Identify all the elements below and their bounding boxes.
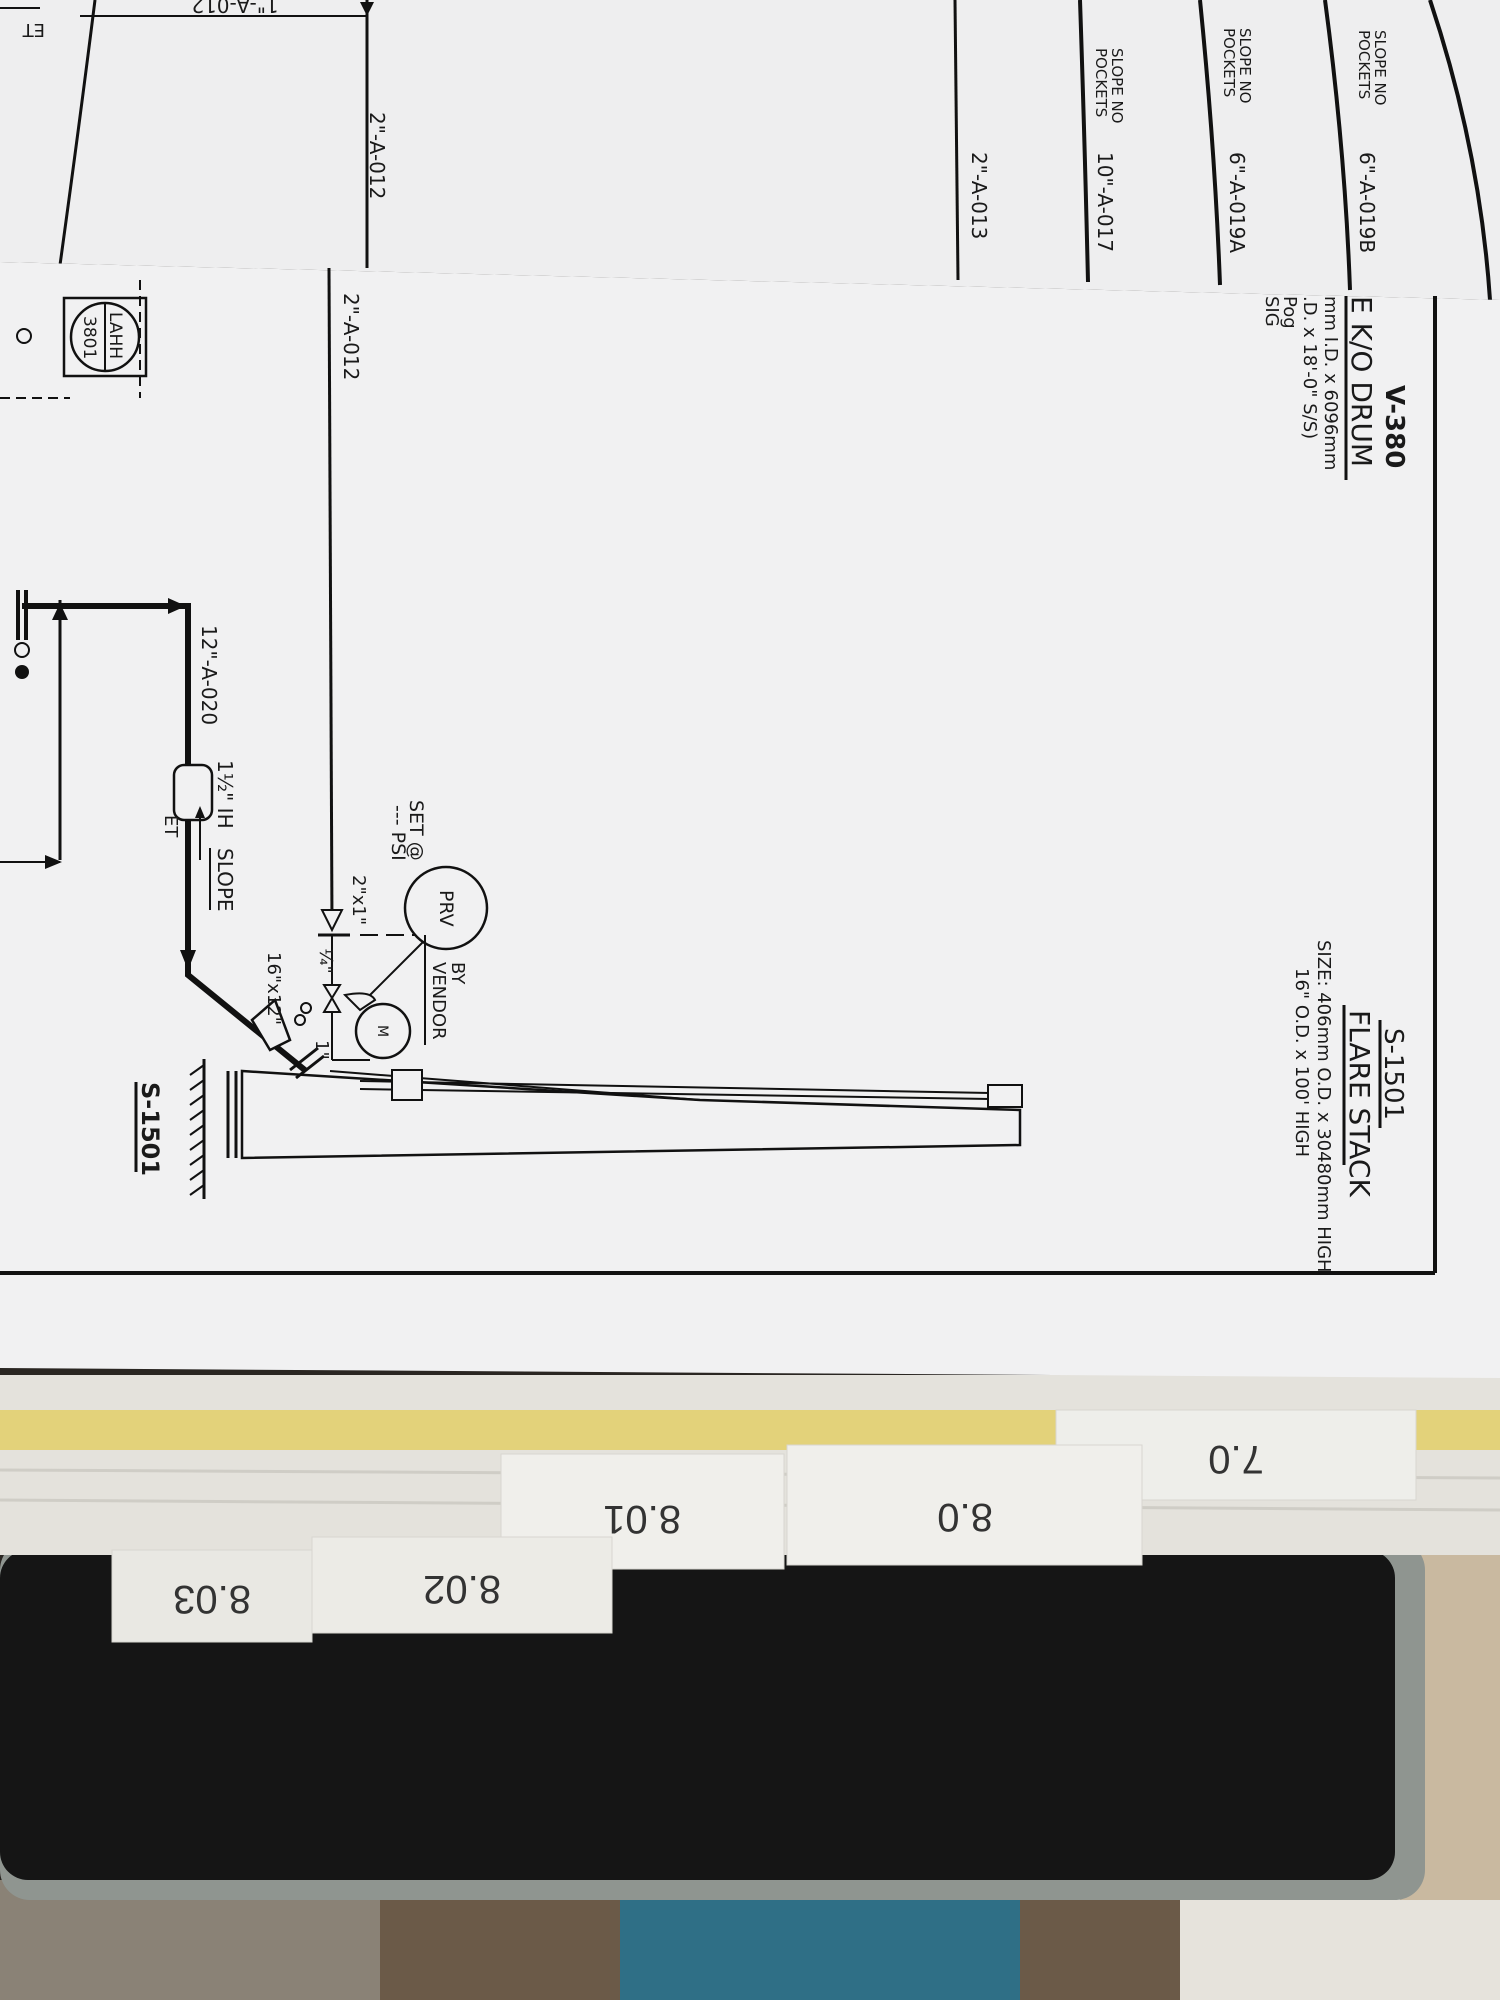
drum-size-2: .D. x 18'-0" S/S) [1299,296,1320,439]
tab-label: 8.0 [937,1495,993,1539]
reducer-2x1-label: 2"x1" [348,875,369,925]
set-at-label: SET @ [405,800,427,861]
one-inch-label: 1" [311,1040,332,1060]
svg-text:POCKETS: POCKETS [1092,48,1110,117]
drum-size-3: Pog [1279,296,1300,329]
tab-label: 8.02 [423,1567,501,1611]
line-label-12a020: 12"-A-020 [197,625,221,725]
motor-label: M [374,1025,390,1037]
lahh-tag: LAHH [105,312,125,359]
lahh-number: 3801 [79,316,99,359]
tab-label: 8.01 [603,1497,681,1541]
stack-tag: S-1501 [1378,1028,1408,1120]
blue-object [620,1900,1020,2000]
line-label-6a019a: 6"-A-019A [1225,152,1249,253]
line-label-10a017: 10"-A-017 [1093,152,1117,252]
tab-label: 7.0 [1208,1437,1264,1481]
stack-size-1: SIZE: 406mm O.D. x 30480mm HIGH [1313,940,1334,1273]
by-label: BY [447,962,468,985]
et-label: ET [160,815,181,838]
top-left-label: ET [22,19,45,40]
upper-sheet: 1"-A-012 ET 2"-A-012 2"-A-013 10"-A-017 … [0,0,1500,301]
psi-label: --- PSI [387,805,409,861]
drum-size-4: SIG [1261,296,1282,327]
drum-size-1: mm I.D. x 6096mm [1320,296,1341,470]
drum-tag: V-380 [1379,385,1409,468]
svg-text:POCKETS: POCKETS [1355,30,1373,99]
heat-trace-box [172,763,214,822]
line-label-6a019b: 6"-A-019B [1355,152,1379,253]
svg-text:SLOPE NO: SLOPE NO [1371,30,1389,105]
white-object [1180,1890,1500,2000]
svg-text:POCKETS: POCKETS [1220,28,1238,97]
svg-text:SLOPE NO: SLOPE NO [1108,48,1126,123]
reducer-16x12-label: 16"x12" [263,952,284,1025]
slope-note-1: SLOPE NO POCKETS [1092,48,1126,123]
quarter-inch-label: ¼" [315,948,336,974]
tab-8-02[interactable]: 8.02 [311,1536,613,1634]
line-2a012 [327,267,334,926]
reducer-16x12 [250,997,292,1052]
vendor-label: VENDOR [428,962,449,1040]
prv-label: PRV [435,890,457,927]
stack-label: S-1501 [136,1082,164,1176]
heat-trace-label: 1½" IH [213,760,237,829]
motor [354,1002,412,1060]
tab-8-03[interactable]: 8.03 [111,1549,313,1643]
main-sheet: V-380 E K/O DRUM mm I.D. x 6096mm .D. x … [0,262,1500,1378]
lahh-instrument: LAHH 3801 [0,280,148,399]
stack-size-2: 16" O.D. x 100' HIGH [1291,968,1312,1157]
top-line-label: 1"-A-012 [191,0,278,17]
valve [322,984,342,1013]
slope-label: SLOPE [213,848,237,912]
tab-8-0[interactable]: 8.0 [786,1444,1143,1566]
drum-title: E K/O DRUM [1345,296,1378,467]
line-label-2a012-lower: 2"-A-012 [339,293,363,380]
slope-note-2: SLOPE NO POCKETS [1220,28,1254,103]
prv-bubble [403,865,489,951]
line-label-2a012: 2"-A-012 [365,112,389,199]
tab-label: 8.03 [173,1577,251,1621]
svg-text:SLOPE NO: SLOPE NO [1236,28,1254,103]
flare-stack [189,1059,1023,1199]
line-label-2a013: 2"-A-013 [967,152,991,239]
slope-note-3: SLOPE NO POCKETS [1355,30,1389,105]
stack-title: FLARE STACK [1343,1010,1376,1197]
